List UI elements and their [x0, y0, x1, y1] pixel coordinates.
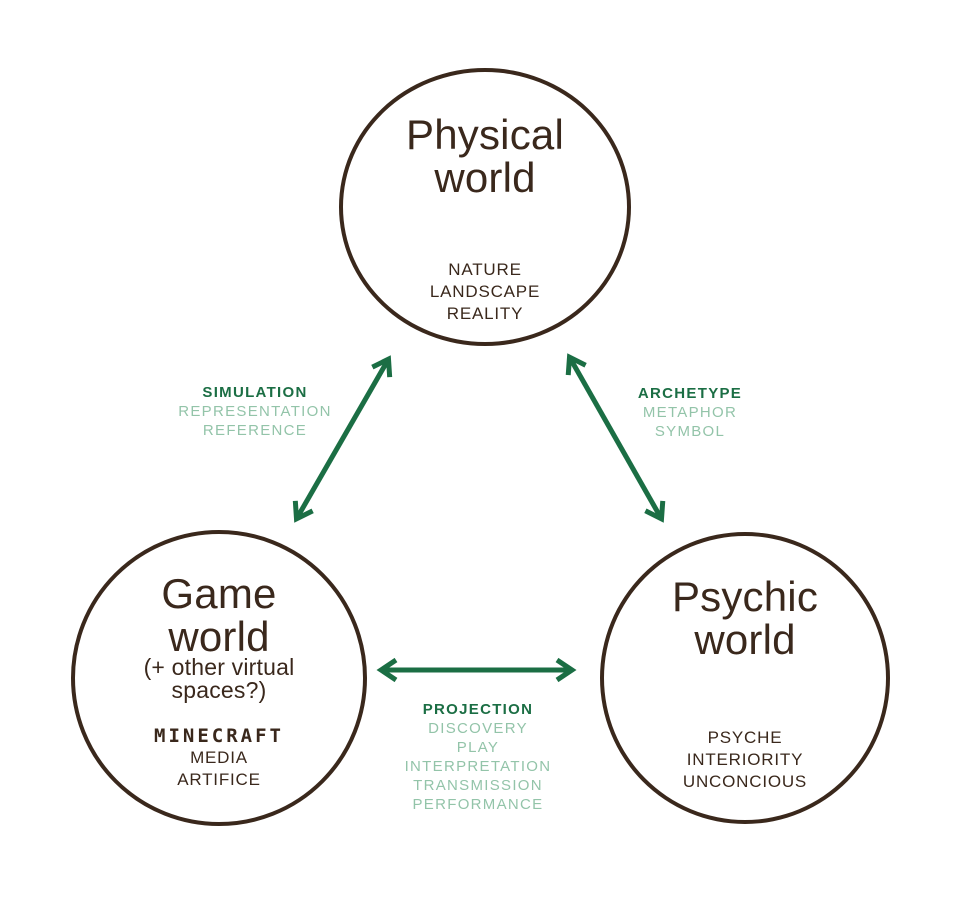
node-physical-title: Physical world — [343, 113, 627, 199]
node-game-note: (+ other virtual spaces?) — [75, 656, 363, 702]
term-interiority: INTERIORITY — [686, 750, 804, 769]
term-psyche: PSYCHE — [707, 728, 783, 747]
edge-primary-archetype: ARCHETYPE — [637, 385, 743, 402]
node-physical-title-line1: Physical — [406, 111, 564, 158]
term-nature: NATURE — [448, 260, 522, 279]
node-psychic-title-line1: Psychic — [671, 573, 819, 620]
node-psychic-world: Psychic world PSYCHE INTERIORITY UNCONCI… — [600, 532, 890, 824]
node-game-note-line2: spaces?) — [171, 677, 267, 703]
edge-secondary-discovery: DISCOVERY — [428, 720, 528, 737]
edge-label-physical-psychic: ARCHETYPE METAPHOR SYMBOL — [590, 384, 790, 441]
node-physical-title-line2: world — [434, 154, 536, 201]
term-unconcious: UNCONCIOUS — [682, 772, 808, 791]
edge-secondary-metaphor: METAPHOR — [642, 404, 738, 421]
edge-secondary-play: PLAY — [456, 739, 500, 756]
term-media: MEDIA — [190, 748, 248, 767]
node-psychic-title-line2: world — [694, 616, 796, 663]
node-psychic-title: Psychic world — [604, 575, 886, 661]
edge-secondary-transmission: TRANSMISSION — [413, 777, 543, 794]
node-psychic-terms: PSYCHE INTERIORITY UNCONCIOUS — [604, 727, 886, 793]
term-minecraft: MINECRAFT — [154, 725, 284, 747]
edge-primary-simulation: SIMULATION — [202, 384, 308, 401]
node-game-terms: MINECRAFT MEDIA ARTIFICE — [75, 725, 363, 791]
term-landscape: LANDSCAPE — [429, 282, 541, 301]
edge-secondary-symbol: SYMBOL — [654, 423, 726, 440]
node-physical-world: Physical world NATURE LANDSCAPE REALITY — [339, 68, 631, 346]
node-game-title-line2: world — [168, 613, 270, 660]
node-game-title-line1: Game — [161, 570, 277, 617]
edge-secondary-representation: REPRESENTATION — [178, 403, 332, 420]
node-physical-terms: NATURE LANDSCAPE REALITY — [343, 259, 627, 325]
edge-primary-projection: PROJECTION — [422, 701, 534, 718]
edge-secondary-reference: REFERENCE — [202, 422, 308, 439]
edge-label-game-psychic: PROJECTION DISCOVERY PLAY INTERPRETATION… — [348, 700, 608, 814]
node-game-world: Game world (+ other virtual spaces?) MIN… — [71, 530, 367, 826]
edge-label-game-physical: SIMULATION REPRESENTATION REFERENCE — [145, 383, 365, 440]
term-artifice: ARTIFICE — [177, 770, 261, 789]
edge-secondary-performance: PERFORMANCE — [412, 796, 544, 813]
edge-secondary-interpretation: INTERPRETATION — [404, 758, 552, 775]
term-reality: REALITY — [446, 304, 524, 323]
node-game-note-line1: (+ other virtual — [143, 654, 295, 680]
node-game-title: Game world — [75, 572, 363, 658]
